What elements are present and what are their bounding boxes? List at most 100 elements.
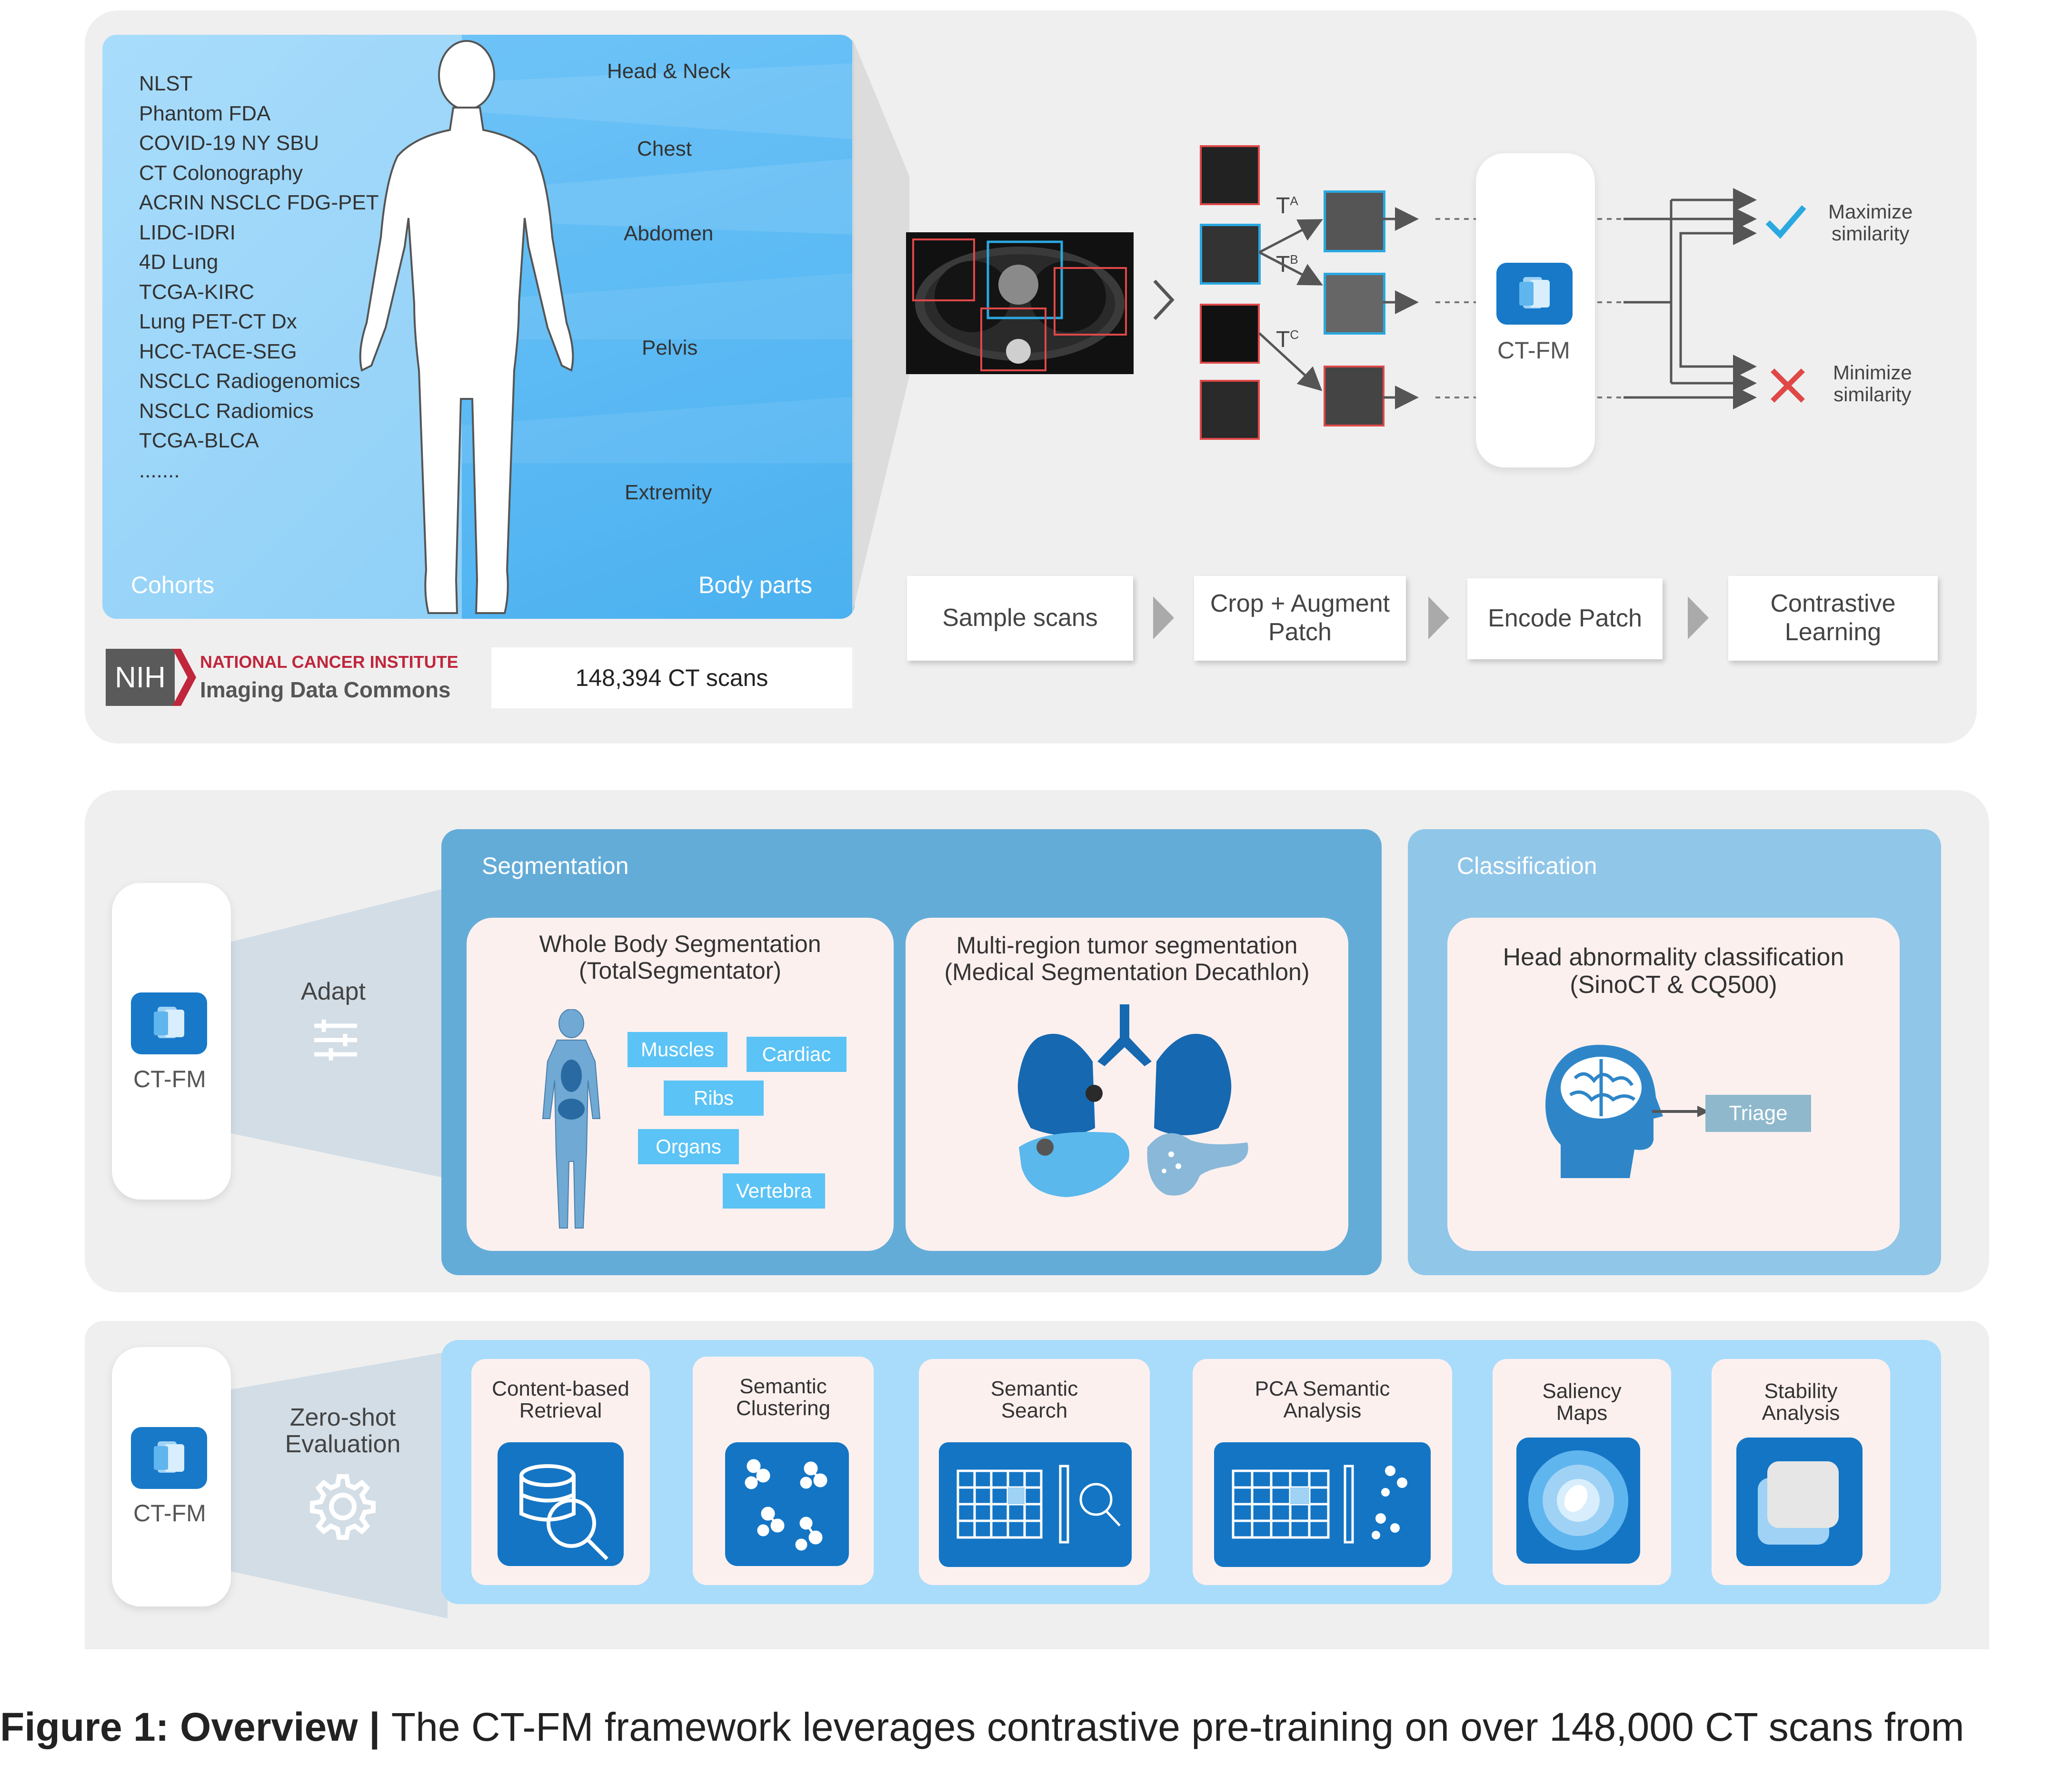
triage-arrow (1652, 1106, 1709, 1117)
patch-2 (1200, 224, 1261, 285)
task-label: Stability Analysis (1762, 1379, 1840, 1425)
chevron-right-icon (1153, 279, 1175, 320)
ctfm-logo-icon (1496, 263, 1573, 325)
augmentation-arrows (1258, 188, 1757, 409)
transform-a-label: TA (1276, 193, 1298, 218)
tumor-segmentation-title: Multi-region tumor segmentation (Medical… (944, 932, 1310, 985)
cohort-item: NLST (139, 72, 193, 95)
head-classification-card (1447, 918, 1900, 1251)
clustering-icon (725, 1442, 849, 1566)
task-content-retrieval: Content-based Retrieval (471, 1359, 650, 1585)
cohort-item: HCC-TACE-SEG (139, 339, 297, 363)
transform-c-label: TC (1276, 327, 1299, 352)
tumor-segmentation-card (906, 918, 1348, 1251)
human-body-silhouette (359, 40, 574, 614)
body-part-pelvis: Pelvis (642, 336, 698, 359)
head-classification-title: Head abnormality classification (SinoCT … (1503, 943, 1844, 999)
body-part-head-neck: Head & Neck (607, 59, 731, 83)
ctfm-logo-icon (131, 1427, 207, 1489)
cohort-item: CT Colonography (139, 161, 303, 185)
cross-icon (1771, 368, 1805, 403)
caption-text: The CT-FM framework leverages contrastiv… (391, 1705, 1964, 1749)
cohort-item: Phantom FDA (139, 101, 271, 125)
ctfm-label: CT-FM (133, 1066, 206, 1092)
cohort-item: LIDC-IDRI (139, 220, 236, 244)
tag-ribs: Ribs (664, 1081, 764, 1116)
task-label: Semantic Clustering (736, 1375, 831, 1420)
pipeline-arrow-1 (1153, 596, 1174, 639)
patch-3 (1200, 304, 1260, 364)
grid-search-icon (939, 1442, 1132, 1567)
ctfm-label: CT-FM (133, 1500, 206, 1527)
pipeline-arrow-2 (1428, 596, 1449, 639)
pca-grid-icon (1214, 1442, 1431, 1567)
triage-box: Triage (1705, 1095, 1811, 1132)
head-brain-icon (1545, 1045, 1663, 1178)
cohort-item: TCGA-KIRC (139, 280, 254, 304)
whole-body-title: Whole Body Segmentation (TotalSegmentato… (539, 931, 821, 984)
patch-4 (1200, 380, 1260, 440)
scan-count-box: 148,394 CT scans (491, 647, 852, 708)
body-part-abdomen: Abdomen (624, 222, 714, 245)
step-encode-patch: Encode Patch (1467, 578, 1663, 659)
zeroshot-tasks-block (441, 1340, 1941, 1604)
transform-a-sup: A (1290, 194, 1298, 208)
task-saliency-maps: Saliency Maps (1493, 1359, 1671, 1585)
augmented-patch-a (1324, 190, 1385, 252)
caption-bold: Figure 1: Overview | (0, 1705, 391, 1749)
task-label: Content-based Retrieval (492, 1377, 629, 1423)
cohort-item: Lung PET-CT Dx (139, 310, 297, 333)
stability-icon (1736, 1438, 1863, 1566)
pipeline-arrow-3 (1688, 596, 1709, 639)
task-label: PCA Semantic Analysis (1255, 1377, 1390, 1423)
maximize-similarity-label: Maximize similarity (1828, 200, 1913, 245)
task-stability-analysis: Stability Analysis (1712, 1359, 1890, 1585)
zeroshot-eval-label: Zero-shot Evaluation (285, 1404, 401, 1458)
step-contrastive-learning: Contrastive Learning (1728, 576, 1938, 661)
check-icon (1765, 205, 1806, 239)
step-sample-scans: Sample scans (907, 576, 1133, 661)
segmentation-title: Segmentation (482, 853, 629, 879)
lungs-liver-pancreas-icon (1017, 1004, 1248, 1197)
patch-1 (1200, 145, 1260, 205)
cohorts-box (102, 35, 469, 619)
body-segmentation-figure (542, 1009, 601, 1229)
nih-logo: NIH (106, 649, 175, 706)
nih-institute-name: NATIONAL CANCER INSTITUTE (200, 652, 458, 672)
cohorts-label: Cohorts (131, 572, 215, 598)
cohort-item: 4D Lung (139, 250, 219, 274)
ctfm-label: CT-FM (1497, 337, 1570, 364)
sliders-icon (314, 1020, 357, 1061)
nih-commons-name: Imaging Data Commons (200, 677, 451, 702)
task-label: Saliency Maps (1542, 1379, 1622, 1425)
cohort-item: NSCLC Radiogenomics (139, 369, 360, 393)
cohort-list: NLST Phantom FDA COVID-19 NY SBU CT Colo… (139, 69, 379, 486)
body-part-chest: Chest (637, 137, 692, 160)
database-search-icon (498, 1442, 624, 1566)
tag-vertebra: Vertebra (723, 1173, 825, 1209)
gear-icon (310, 1474, 376, 1540)
augmented-patch-b (1324, 273, 1385, 335)
cohort-item: NSCLC Radiomics (139, 399, 314, 423)
cohort-item: ACRIN NSCLC FDG-PET (139, 191, 379, 214)
transform-c-sup: C (1290, 327, 1299, 342)
task-label: Semantic Search (990, 1377, 1078, 1423)
augmented-patch-c (1324, 366, 1385, 426)
adapt-label: Adapt (301, 978, 366, 1005)
ctfm-logo-icon (131, 992, 207, 1054)
tag-organs: Organs (638, 1129, 739, 1164)
body-part-extremity: Extremity (625, 481, 712, 504)
minimize-similarity-label: Minimize similarity (1833, 361, 1912, 406)
task-semantic-search: Semantic Search (919, 1359, 1150, 1585)
zoom-wedge (852, 38, 909, 614)
cohort-item: COVID-19 NY SBU (139, 131, 319, 155)
cohort-item: ....... (139, 458, 180, 482)
task-semantic-clustering: Semantic Clustering (693, 1357, 874, 1585)
figure-caption: Figure 1: Overview | The CT-FM framework… (0, 1704, 1964, 1750)
tag-cardiac: Cardiac (747, 1037, 847, 1072)
saliency-icon (1516, 1438, 1640, 1564)
ct-axial-slice (906, 232, 1134, 374)
body-parts-label: Body parts (698, 572, 813, 598)
cohort-item: TCGA-BLCA (139, 429, 259, 452)
adapt-wedge (229, 885, 457, 1180)
